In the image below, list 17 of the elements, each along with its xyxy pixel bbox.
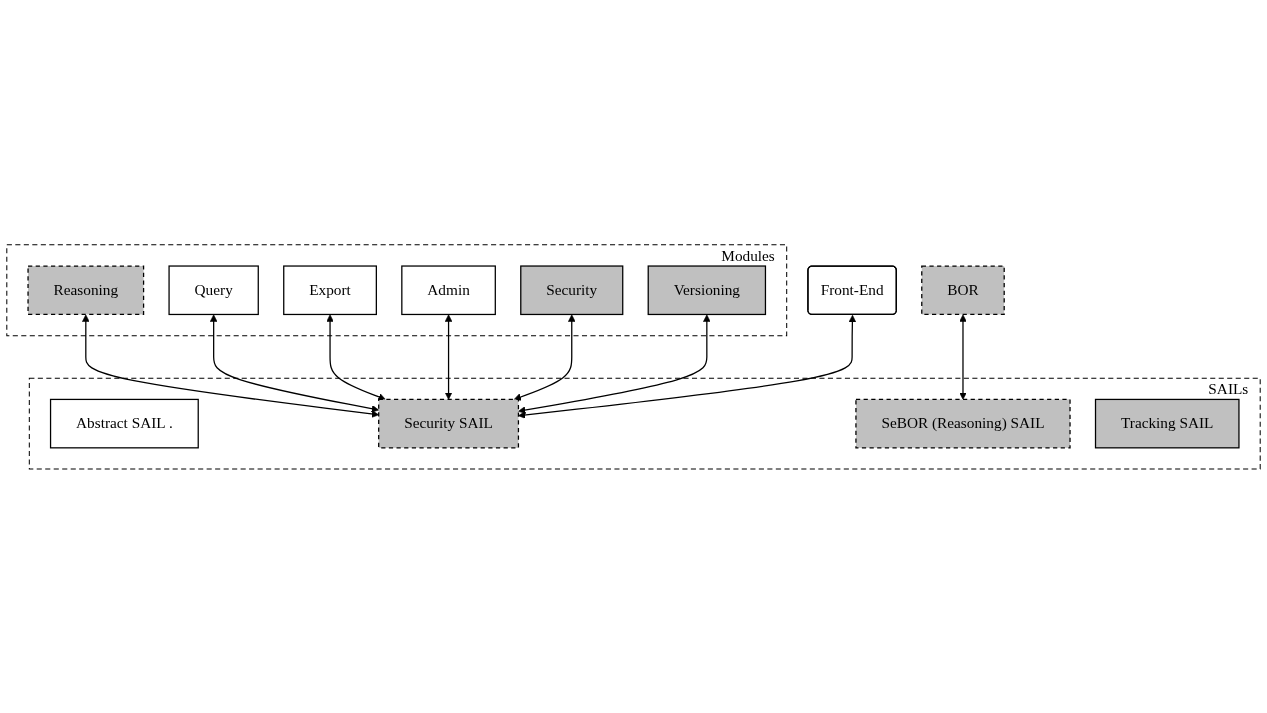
arrow <box>513 314 576 401</box>
node-box: BOR <box>921 264 1005 315</box>
arrow <box>959 314 967 400</box>
node-box: Security <box>520 264 624 315</box>
node-box: Reasoning <box>27 264 145 315</box>
node-box: Security SAIL <box>378 398 520 449</box>
arrow <box>326 314 386 401</box>
node-box: Tracking SAIL <box>1094 398 1240 449</box>
node-box: Abstract SAIL . <box>49 398 199 449</box>
arrow <box>444 314 453 400</box>
node-box: Versioning <box>647 264 767 315</box>
node-box: Admin <box>401 264 496 315</box>
node-box: SeBOR (Reasoning) SAIL <box>855 398 1071 449</box>
arrow <box>518 314 857 419</box>
node-box: Query <box>168 264 259 315</box>
arrow <box>518 314 711 414</box>
node-box: Export <box>283 264 377 315</box>
